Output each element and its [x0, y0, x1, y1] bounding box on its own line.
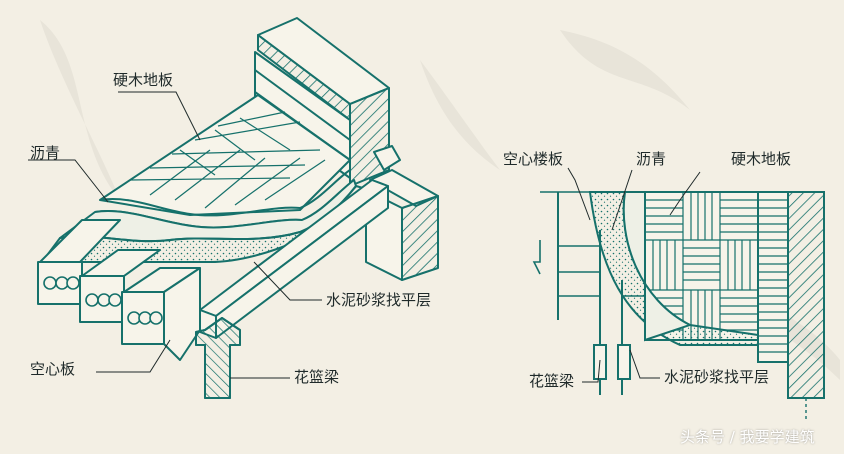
label-hollow-floor-slab: 空心楼板	[503, 150, 564, 168]
label-hardwood-right: 硬木地板	[731, 150, 792, 168]
right-leader-lines	[567, 167, 701, 383]
label-asphalt-right: 沥青	[636, 150, 667, 168]
label-hardwood-floor: 硬木地板	[113, 71, 174, 89]
label-cement-screed-right: 水泥砂浆找平层	[664, 368, 770, 386]
label-hollow-slab: 空心板	[30, 360, 76, 378]
label-basket-beam-right: 花篮梁	[529, 372, 575, 390]
watermark-text: 头条号 / 我要学建筑	[680, 428, 815, 446]
label-asphalt: 沥青	[30, 144, 61, 162]
left-leader-lines	[28, 91, 322, 379]
hardwood-parquet-layer	[94, 94, 355, 229]
label-basket-beam: 花篮梁	[294, 368, 340, 386]
right-asphalt	[622, 191, 693, 342]
wall-section	[757, 191, 825, 420]
label-cement-screed: 水泥砂浆找平层	[326, 291, 432, 309]
basket-beam-section	[195, 317, 241, 399]
hollow-core-slabs	[37, 219, 201, 361]
left-isometric-detail	[37, 17, 439, 399]
